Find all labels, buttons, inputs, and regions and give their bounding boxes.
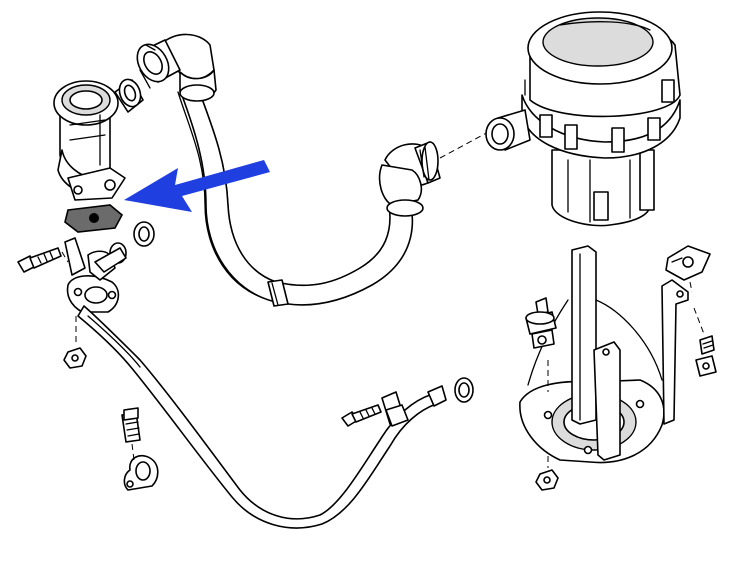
o-ring xyxy=(133,221,155,247)
check-valve xyxy=(53,78,144,201)
rubber-mount xyxy=(525,297,557,349)
alignment-line xyxy=(439,129,493,159)
air-injection-pipe xyxy=(64,237,474,529)
alignment-line xyxy=(131,443,135,461)
alignment-line xyxy=(693,307,705,335)
pointer-arrow xyxy=(124,160,270,212)
gasket-highlighted xyxy=(64,204,124,233)
pipe-clamp xyxy=(121,407,159,491)
bolt-mid xyxy=(341,404,382,427)
secondary-air-pump xyxy=(485,11,681,227)
alignment-line xyxy=(689,281,693,293)
alignment-line xyxy=(61,251,69,263)
bolt-left xyxy=(17,247,62,273)
pump-mounting-bracket xyxy=(519,245,689,464)
nut-bottom xyxy=(535,469,559,491)
bolt-right xyxy=(695,335,717,377)
clip-nut xyxy=(665,245,711,281)
nut-left xyxy=(63,347,87,369)
air-pump-outlet-hose xyxy=(136,33,441,307)
